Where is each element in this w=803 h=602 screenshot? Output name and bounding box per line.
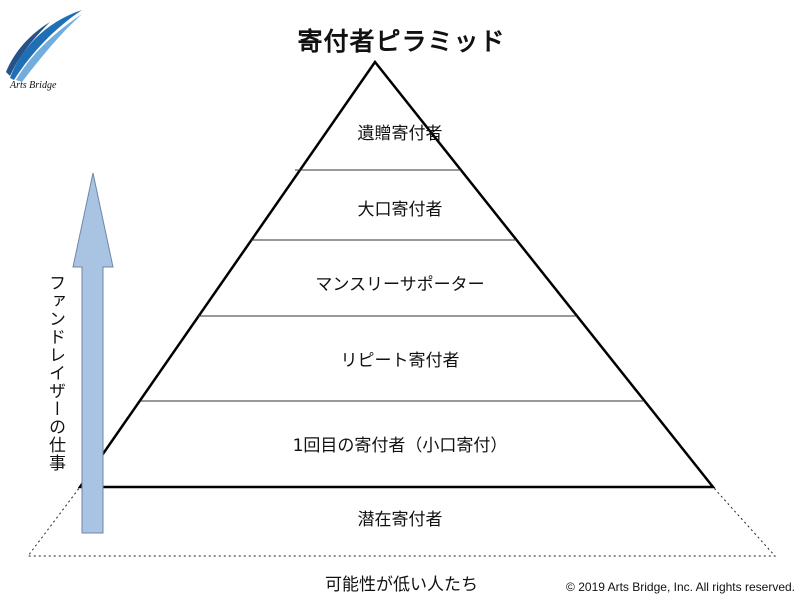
tier-repeat-donors: リピート寄付者 [340,351,460,371]
low-potential-label: 可能性が低い人たち [325,575,478,595]
logo-text: Arts Bridge [10,80,57,91]
tier-potential-donors: 潜在寄付者 [357,510,443,530]
diagram-title: 寄付者ピラミッド [297,27,506,56]
arts-bridge-logo-icon [6,10,82,82]
tier-bequest-donors: 遺贈寄付者 [357,124,443,144]
fundraiser-work-label: ファンドレイザーの仕事 [45,274,65,472]
tier-major-donors: 大口寄付者 [357,200,443,220]
pyramid-outline [77,59,716,489]
tier-first-time-donors: 1回目の寄付者（小口寄付） [292,436,508,456]
upward-arrow-icon [72,172,114,534]
tier-monthly-supporters: マンスリーサポーター [315,275,485,295]
copyright-notice: © 2019 Arts Bridge, Inc. All rights rese… [566,580,795,594]
